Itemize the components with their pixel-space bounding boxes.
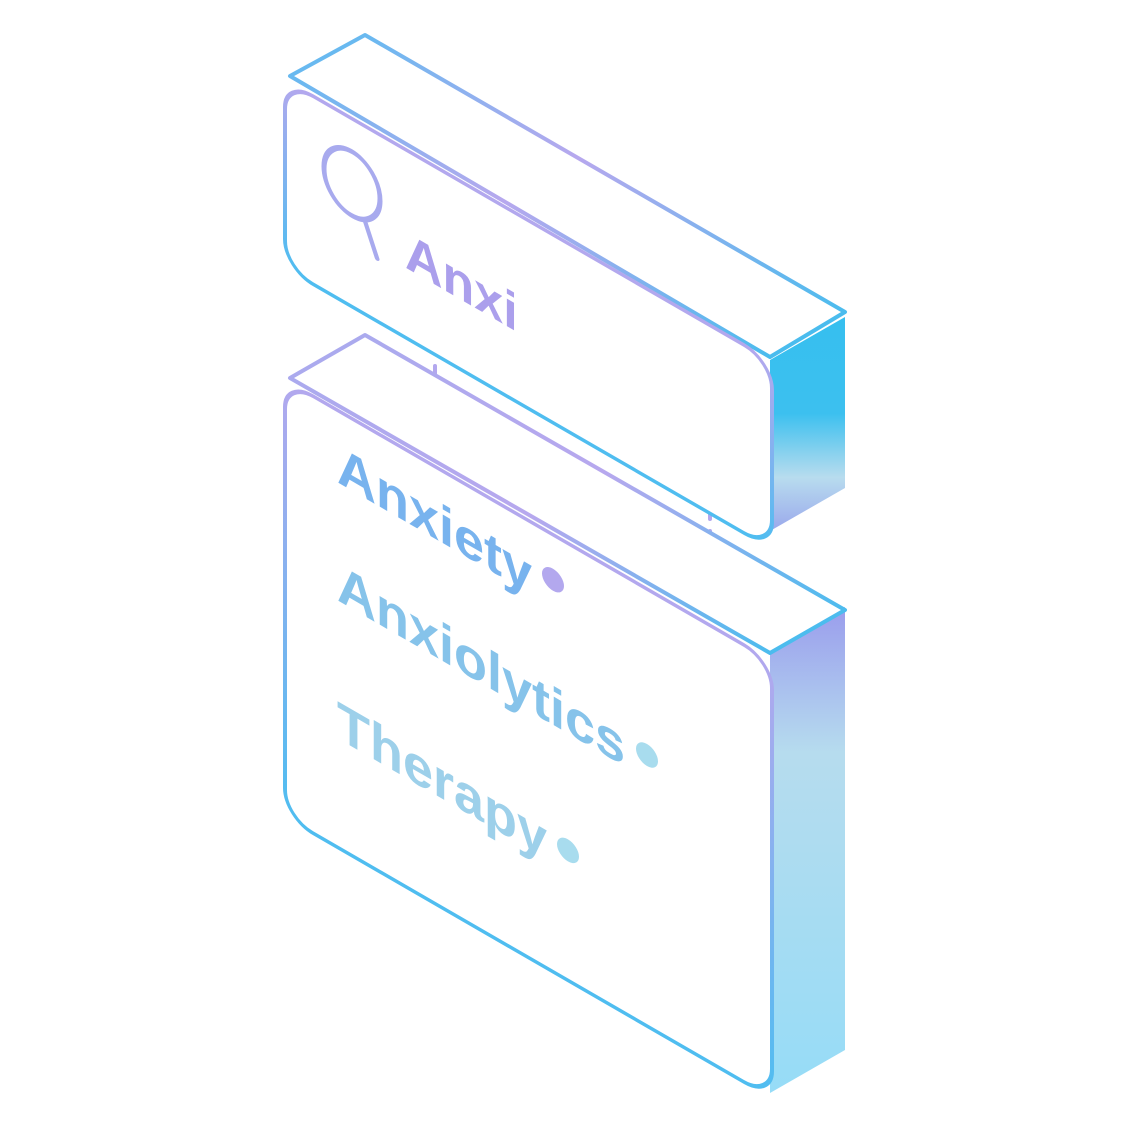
search-box[interactable]: Anxi (283, 33, 847, 549)
suggestion-underline (333, 602, 745, 843)
search-input-underline (401, 269, 745, 471)
suggestion-dot (636, 742, 658, 768)
panel-side-face (770, 607, 845, 1093)
suggestion-underline (333, 484, 745, 725)
suggestion-underline (333, 741, 745, 982)
search-top-face (288, 33, 847, 359)
search-icon (321, 144, 383, 262)
search-side-face (770, 317, 845, 531)
panel-front-face (283, 389, 774, 1089)
suggestions-panel: Anxiety Anxiolytics Therapy (283, 333, 847, 1093)
panel-top-face (288, 333, 847, 655)
search-front-face (283, 89, 774, 540)
